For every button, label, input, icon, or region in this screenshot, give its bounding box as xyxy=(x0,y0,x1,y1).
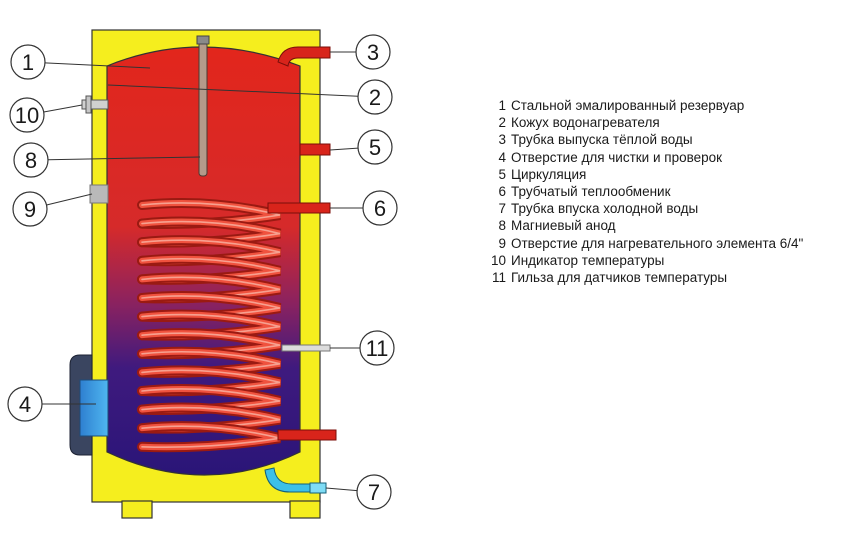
leader-line-10 xyxy=(43,104,83,113)
legend-item: 6 Трубчатый теплообменик xyxy=(478,183,848,200)
leader-line-7 xyxy=(325,487,358,492)
callout-number-2: 2 xyxy=(369,85,381,110)
callout-number-7: 7 xyxy=(368,480,380,505)
callout-circle-3 xyxy=(355,34,391,70)
foot-right xyxy=(289,500,321,519)
legend-item: 3 Трубка выпуска тёплой воды xyxy=(478,131,848,148)
legend-item: 7 Трубка впуска холодной воды xyxy=(478,200,848,217)
coil-outlet-pipe xyxy=(277,429,337,441)
callout-number-6: 6 xyxy=(374,196,386,221)
leader-line-5 xyxy=(329,147,359,151)
callouts: 1 2 3 4 5 6 7 8 9 10 11 xyxy=(7,34,398,510)
leader-line-1 xyxy=(44,62,151,69)
legend-item-number: 11 xyxy=(491,270,506,286)
hot-water-outlet-pipe xyxy=(277,46,331,67)
legend-item-label: Стальной эмалированный резервуар xyxy=(511,98,745,113)
legend-item: 5 Циркуляция xyxy=(478,166,848,183)
callout-circle-11 xyxy=(359,330,395,366)
callout-number-9: 9 xyxy=(24,197,36,222)
legend-item-label: Циркуляция xyxy=(511,166,587,182)
legend-item-label: Магниевый анод xyxy=(511,218,616,234)
legend-item-label: Отверстие для чистки и проверок xyxy=(511,149,723,165)
callout-number-4: 4 xyxy=(19,392,31,417)
legend-item-label: Трубка выпуска тёплой воды xyxy=(511,132,693,148)
legend-item-number: 8 xyxy=(498,218,506,234)
callout-circle-10 xyxy=(9,97,45,133)
callout-number-5: 5 xyxy=(369,135,381,160)
callout-number-11: 11 xyxy=(366,336,389,361)
callout-number-3: 3 xyxy=(367,40,379,65)
callout-circle-1 xyxy=(10,44,46,80)
magnesium-anode xyxy=(198,41,208,177)
leader-line-8 xyxy=(47,156,201,161)
temperature-indicator xyxy=(81,99,109,110)
legend-item-label: Гильза для датчиков температуры xyxy=(511,270,728,286)
legend: 1 Стальной эмалированный резервуар 2 Кожух … xyxy=(478,97,848,286)
callout-circle-6 xyxy=(362,190,398,226)
callout-circle-4 xyxy=(7,386,43,422)
callout-circle-2 xyxy=(357,79,393,115)
legend-item-label: Трубчатый теплообменик xyxy=(511,184,671,200)
callout-number-1: 1 xyxy=(22,50,34,75)
callout-circle-5 xyxy=(357,129,393,165)
legend-item-number: 6 xyxy=(498,184,506,200)
sensor-sleeve xyxy=(281,344,331,352)
callout-circle-8 xyxy=(13,142,49,178)
legend-item: 4 Отверстие для чистки и проверок xyxy=(478,149,848,166)
coil-inlet-pipe xyxy=(267,202,331,214)
heating-element-socket xyxy=(89,184,109,204)
callout-number-10: 10 xyxy=(15,103,39,128)
foot-left xyxy=(121,500,153,519)
legend-item-number: 3 xyxy=(498,132,506,148)
legend-item-label: Индикатор температуры xyxy=(511,252,665,268)
legend-item-label: Отверстие для нагревательного элемента 6… xyxy=(511,235,804,251)
callout-circle-9 xyxy=(12,191,48,227)
legend-item-number: 10 xyxy=(490,252,506,268)
legend-item-number: 5 xyxy=(498,166,506,182)
legend-item-number: 7 xyxy=(498,201,506,217)
leader-line-9 xyxy=(46,193,93,206)
legend-item: 8 Магниевый анод xyxy=(478,217,848,234)
callout-circle-7 xyxy=(356,474,392,510)
legend-item: 9 Отверстие для нагревательного элемента … xyxy=(478,235,848,252)
legend-item-number: 4 xyxy=(498,149,506,165)
legend-item-label: Трубка впуска холодной воды xyxy=(511,201,699,217)
callout-number-8: 8 xyxy=(25,148,37,173)
legend-item: 2 Кожух водонагревателя xyxy=(478,114,848,131)
leader-line-2 xyxy=(107,84,359,97)
legend-item-number: 9 xyxy=(498,235,506,251)
circulation-pipe xyxy=(299,143,331,156)
legend-item: 1 Стальной эмалированный резервуар xyxy=(478,97,848,114)
legend-item-number: 1 xyxy=(498,98,506,113)
legend-item: 11 Гильза для датчиков температуры xyxy=(478,269,848,286)
legend-item: 10 Индикатор температуры xyxy=(478,252,848,269)
legend-item-number: 2 xyxy=(498,115,506,131)
legend-item-label: Кожух водонагревателя xyxy=(511,115,660,131)
